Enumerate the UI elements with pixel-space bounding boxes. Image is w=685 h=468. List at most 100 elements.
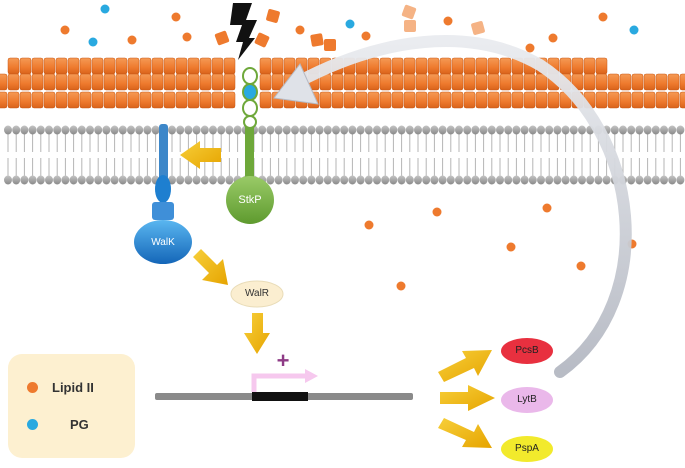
lipid-head [299, 125, 308, 135]
peptidoglycan-block [523, 73, 536, 91]
lipid-head [422, 125, 431, 135]
peptidoglycan-block [655, 73, 668, 91]
lipid-head [127, 175, 135, 185]
lipid-head [184, 175, 193, 185]
lipid-head [561, 175, 570, 185]
peptidoglycan-block [127, 91, 140, 109]
lipid-head [405, 125, 414, 135]
peptidoglycan-block [355, 91, 368, 109]
lipid-head [381, 125, 390, 135]
peptidoglycan-block [139, 57, 152, 75]
pg-legend-label: PG [70, 417, 89, 432]
peptidoglycan-block [175, 73, 188, 91]
lipid-head [118, 125, 127, 135]
peptidoglycan-block [427, 91, 440, 109]
peptidoglycan-block [535, 73, 548, 91]
lipid-head [274, 175, 283, 185]
lipid-head [282, 175, 291, 185]
lipid-head [389, 125, 398, 135]
peptidoglycan-block [115, 91, 128, 109]
stkp-label: StkP [238, 194, 262, 206]
peptidoglycan-block [139, 91, 152, 109]
peptidoglycan-block [7, 57, 20, 75]
peptidoglycan-block [271, 57, 284, 75]
lipid-head [520, 125, 529, 135]
peptidoglycan-block [199, 73, 212, 91]
peptidoglycan-block [43, 57, 56, 75]
peptidoglycan-block [115, 57, 128, 75]
peptidoglycan-block [367, 91, 380, 109]
peptidoglycan-block [607, 91, 620, 109]
lipid-head [528, 175, 537, 185]
lipid-head [274, 125, 283, 135]
peptidoglycan-block [199, 57, 212, 75]
peptidoglycan-block [91, 57, 104, 75]
lipid-head [397, 175, 406, 185]
peptidoglycan-block [667, 91, 680, 109]
lipid-ii-molecule [443, 16, 453, 26]
lipid-head [176, 175, 185, 185]
lipid-head [12, 125, 21, 135]
lipid-head [266, 125, 275, 135]
promoter-arrowhead [305, 369, 318, 383]
activation-plus: + [276, 348, 290, 373]
lipid-head [4, 125, 12, 135]
gene-to-lytb-arrow [440, 385, 495, 411]
peptidoglycan-block [79, 73, 92, 91]
peptidoglycan-block [463, 57, 476, 75]
lipid-head [676, 125, 685, 135]
lipid-head [102, 175, 111, 185]
lipid-ii-molecule [364, 220, 374, 230]
lipid-head [430, 175, 439, 185]
peptidoglycan-block [463, 73, 476, 91]
lipid-head [660, 125, 668, 135]
peptidoglycan-block [595, 73, 608, 91]
lipid-head [20, 125, 29, 135]
lipid-head [4, 175, 12, 185]
lipid-head [438, 175, 447, 185]
peptidoglycan-block [667, 73, 680, 91]
peptidoglycan-block [67, 73, 80, 91]
lipid-head [356, 125, 365, 135]
peptidoglycan-block [283, 57, 296, 75]
lipid-head [487, 175, 496, 185]
lipid-head [602, 175, 611, 185]
peptidoglycan-block [535, 91, 548, 109]
lipid-head [356, 175, 365, 185]
lipid-head [135, 175, 144, 185]
lipid-head [381, 175, 390, 185]
lipid-head [578, 125, 586, 135]
lipid-head [619, 125, 627, 135]
peptidoglycan-block [391, 91, 404, 109]
lipid-ii-molecule [171, 12, 181, 22]
lipid-head [537, 175, 545, 185]
peptidoglycan-block [355, 73, 368, 91]
lipid-head [282, 125, 291, 135]
lipid-head [53, 125, 62, 135]
lipid-head [496, 175, 504, 185]
peptidoglycan-block [271, 73, 284, 91]
lipid-head [668, 175, 677, 185]
pspa-label: PspA [515, 443, 539, 454]
promoter-arrow [251, 373, 305, 392]
lipid-head [135, 125, 144, 135]
peptidoglycan-block [187, 91, 200, 109]
lipid-head [364, 125, 373, 135]
peptidoglycan-block [331, 91, 344, 109]
lipid-head [455, 175, 463, 185]
lipid-ii-molecule [576, 261, 586, 271]
lipid-head [143, 125, 152, 135]
peptidoglycan-block [199, 91, 212, 109]
lipid-head [471, 125, 480, 135]
peptidoglycan-block [127, 73, 140, 91]
peptidoglycan-block [523, 91, 536, 109]
lipid-head [455, 125, 463, 135]
recycling-arrow [290, 35, 632, 378]
peptidoglycan-block [343, 91, 356, 109]
peptidoglycan-block [463, 91, 476, 109]
peptidoglycan-block [607, 73, 620, 91]
pg-molecule [629, 25, 639, 35]
lipid-head [479, 175, 488, 185]
lipid-head [463, 125, 472, 135]
peptidoglycan-block [499, 73, 512, 91]
